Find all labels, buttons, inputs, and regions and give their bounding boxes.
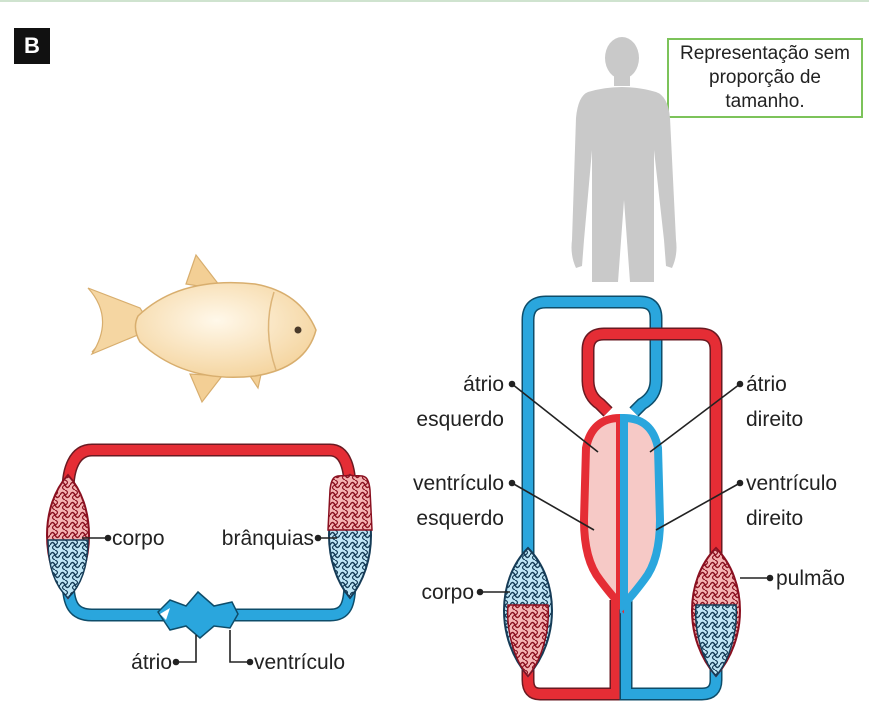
- label-left-ventricle-line1: ventrículo: [413, 472, 504, 495]
- fish-heart: [158, 592, 238, 638]
- heart-right-side: [624, 418, 660, 604]
- label-left-atrium-line1: átrio: [463, 373, 504, 396]
- label-fish-ventricle: ventrículo: [254, 651, 345, 674]
- label-right-ventricle-line2: direito: [746, 507, 803, 530]
- fish-illustration: [88, 255, 316, 402]
- label-human-body: corpo: [421, 581, 474, 604]
- fish-circuit: [47, 450, 372, 638]
- label-left-ventricle-line2: esquerdo: [416, 507, 504, 530]
- label-lung: pulmão: [776, 567, 845, 590]
- label-fish-atrium: átrio: [131, 651, 172, 674]
- label-fish-body: corpo: [112, 527, 165, 550]
- label-right-atrium-line1: átrio: [746, 373, 787, 396]
- human-silhouette: [572, 37, 677, 282]
- label-fish-gills: brânquias: [222, 527, 314, 550]
- label-left-atrium-line2: esquerdo: [416, 408, 504, 431]
- label-right-atrium-line2: direito: [746, 408, 803, 431]
- fish-eye-icon: [295, 327, 302, 334]
- label-right-ventricle-line1: ventrículo: [746, 472, 837, 495]
